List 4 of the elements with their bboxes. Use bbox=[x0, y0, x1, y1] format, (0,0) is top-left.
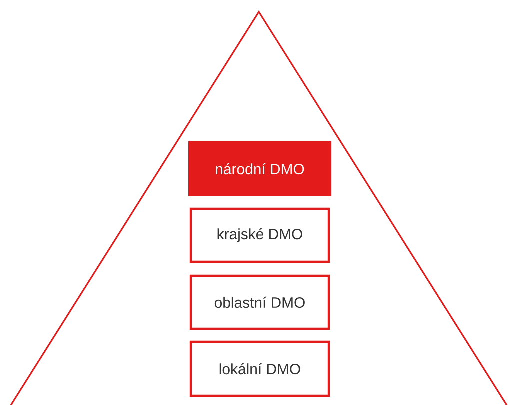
level-box: krajské DMO bbox=[190, 208, 330, 264]
level-box: lokální DMO bbox=[190, 340, 330, 398]
level-box: národní DMO bbox=[188, 142, 332, 196]
level-box: oblastní DMO bbox=[190, 274, 330, 330]
